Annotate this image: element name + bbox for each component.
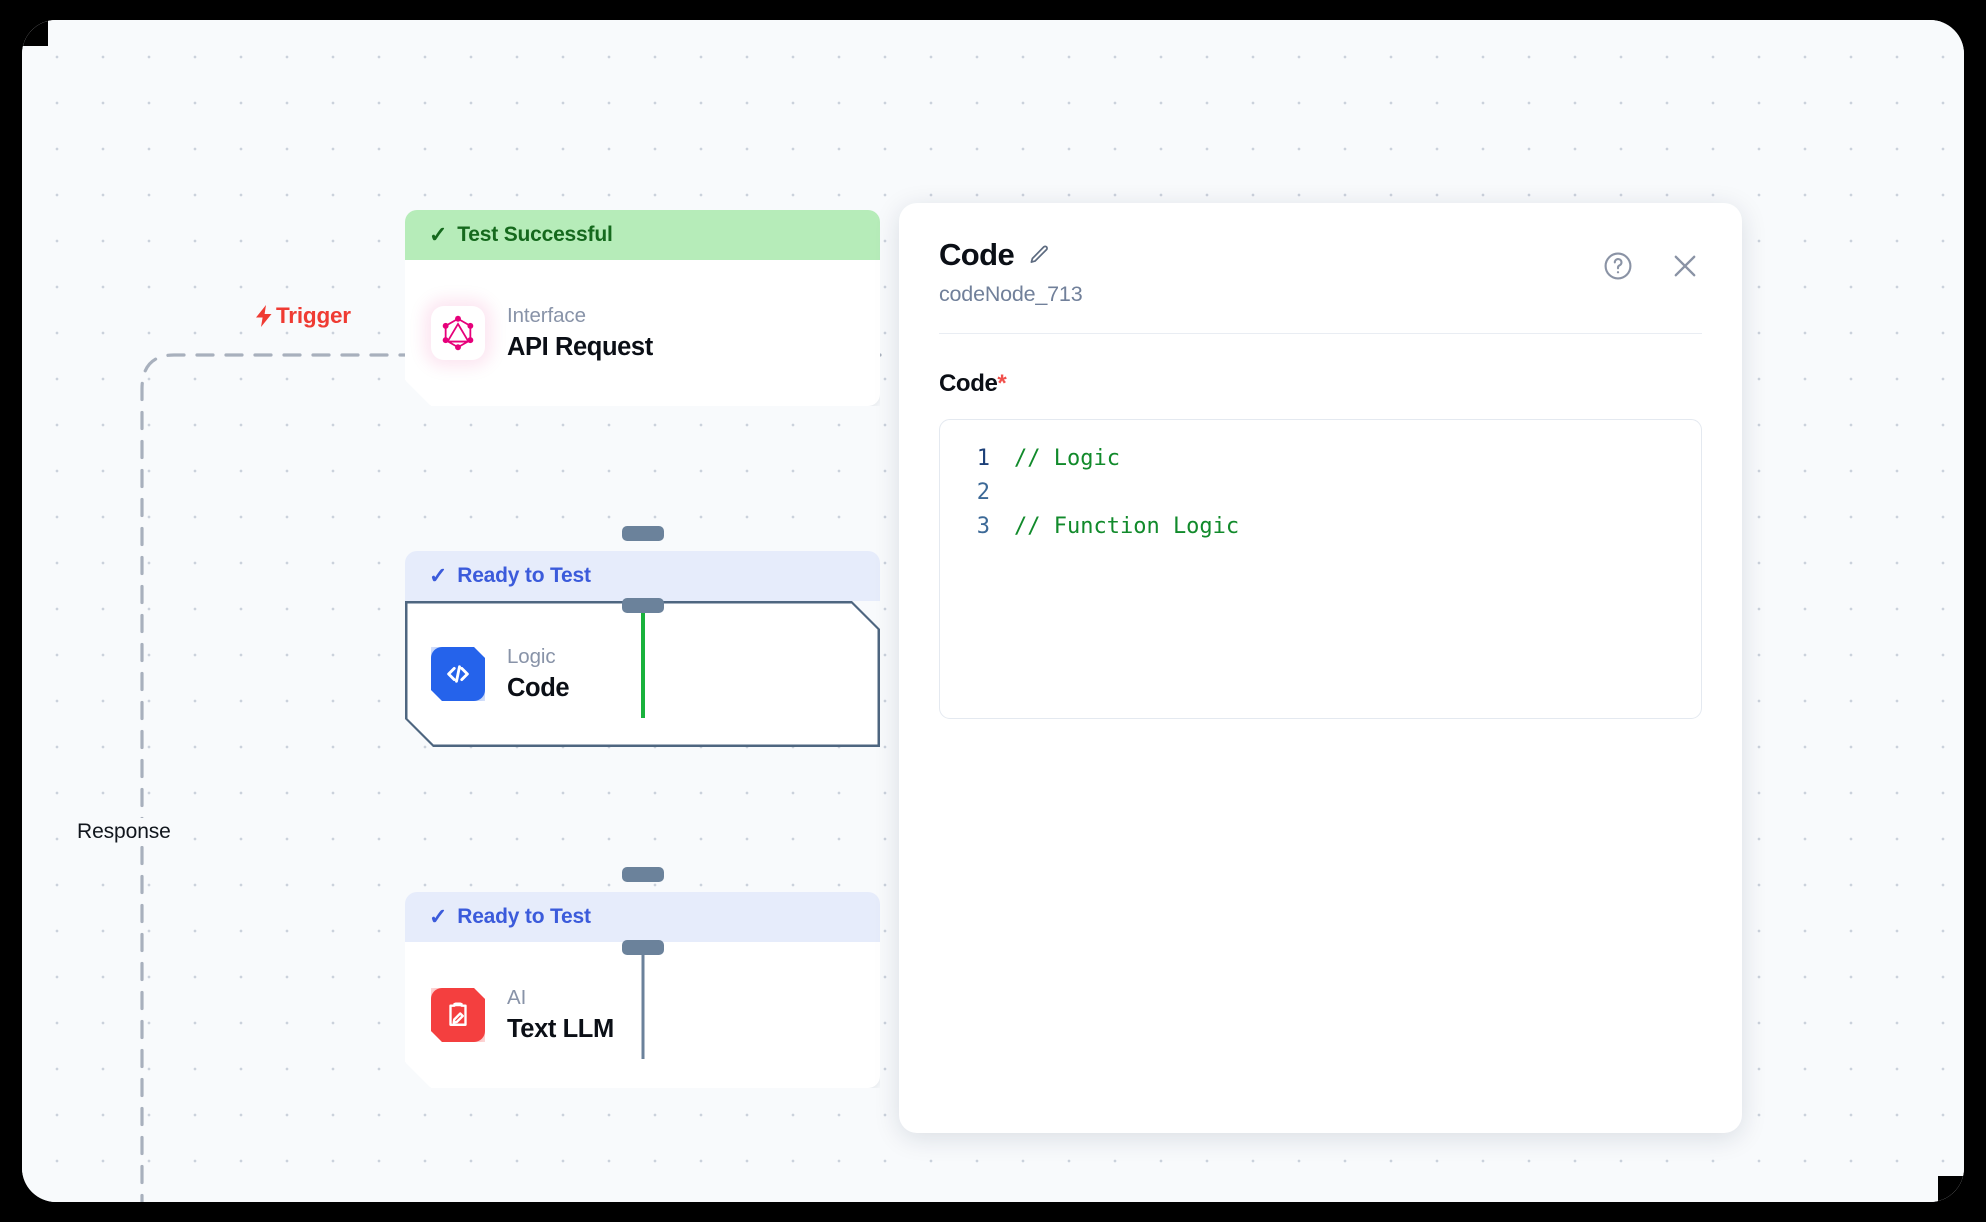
- app-viewport: Trigger Response ✓ Test Successful: [22, 20, 1964, 1202]
- panel-title: Code: [939, 237, 1015, 272]
- check-icon: ✓: [429, 563, 448, 588]
- corner-mark-top-left: [22, 20, 48, 46]
- line-text: // Function Logic: [1014, 514, 1240, 539]
- node-status-banner: ✓ Ready to Test: [405, 551, 880, 601]
- required-marker: *: [997, 370, 1007, 397]
- node-status-banner: ✓ Ready to Test: [405, 892, 880, 942]
- code-field-label: Code*: [939, 370, 1702, 398]
- node-kind: AI: [507, 986, 527, 1009]
- node-text: Interface API Request: [507, 304, 653, 362]
- clipboard-pencil-icon: [431, 988, 485, 1042]
- line-number: 1: [976, 446, 990, 471]
- trigger-label: Trigger: [254, 303, 351, 329]
- line-text: // Logic: [1014, 446, 1120, 471]
- node-title: API Request: [507, 333, 653, 361]
- help-circle-icon[interactable]: [1602, 250, 1634, 282]
- node-detail-panel: Code codeNode_713 Code*: [899, 203, 1742, 1133]
- node-title: Text LLM: [507, 1015, 614, 1043]
- edge-code-to-llm: [641, 947, 644, 1059]
- response-label: Response: [72, 818, 176, 846]
- trigger-label-text: Trigger: [276, 303, 351, 328]
- code-line: 3 // Function Logic: [940, 510, 1701, 544]
- panel-title-row: Code: [939, 237, 1702, 273]
- node-status-banner: ✓ Test Successful: [405, 210, 880, 260]
- line-number: 2: [976, 480, 990, 505]
- node-card[interactable]: Interface API Request: [405, 260, 880, 406]
- node-input-handle[interactable]: [621, 867, 664, 882]
- graphql-icon: [431, 306, 485, 360]
- node-kind: Logic: [507, 645, 556, 668]
- pencil-icon[interactable]: [1027, 243, 1051, 267]
- node-title: Code: [507, 674, 570, 702]
- node-output-handle[interactable]: [621, 598, 664, 613]
- line-number: 3: [976, 514, 990, 539]
- node-input-handle[interactable]: [621, 526, 664, 541]
- code-field-label-text: Code: [939, 370, 998, 397]
- check-icon: ✓: [429, 904, 448, 929]
- node-text: AI Text LLM: [507, 986, 614, 1044]
- node-status-text: Test Successful: [457, 223, 613, 246]
- node-output-handle[interactable]: [621, 940, 664, 955]
- node-api-request[interactable]: ✓ Test Successful: [405, 210, 880, 718]
- node-text: Logic Code: [507, 645, 569, 703]
- close-icon[interactable]: [1668, 249, 1702, 283]
- panel-actions: [1602, 249, 1702, 283]
- check-icon: ✓: [429, 222, 448, 247]
- code-field: Code* 1 // Logic 2 3 // Function Logic: [939, 370, 1702, 719]
- code-editor[interactable]: 1 // Logic 2 3 // Function Logic: [939, 419, 1702, 719]
- node-status-text: Ready to Test: [457, 905, 591, 928]
- node-kind: Interface: [507, 304, 586, 327]
- code-line: 2: [940, 476, 1701, 510]
- edge-api-to-code: [640, 606, 645, 718]
- panel-header: Code codeNode_713: [939, 237, 1702, 334]
- panel-subtitle: codeNode_713: [939, 282, 1083, 306]
- corner-mark-bottom-right: [1938, 1176, 1964, 1202]
- code-brackets-icon: [431, 647, 485, 701]
- lightning-bolt-icon: [256, 305, 272, 327]
- code-line: 1 // Logic: [940, 442, 1701, 476]
- node-status-text: Ready to Test: [457, 564, 591, 587]
